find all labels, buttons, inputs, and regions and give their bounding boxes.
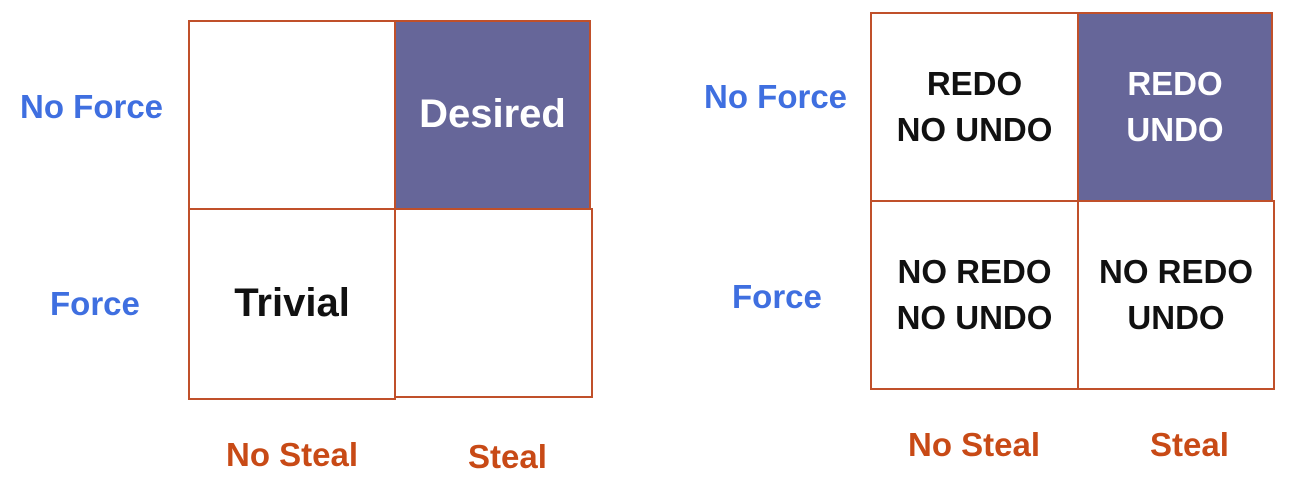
- right-cell-text-redo-undo: REDO UNDO: [1126, 64, 1224, 148]
- right-cell-force-steal: NO REDO UNDO: [1077, 200, 1275, 390]
- right-cell-no-force-no-steal: REDO NO UNDO: [870, 12, 1079, 202]
- left-cell-force-steal: [394, 208, 593, 398]
- left-col-label-no-steal: No Steal: [226, 436, 359, 473]
- left-cell-no-force-no-steal: [188, 20, 396, 210]
- left-cell-text-trivial: Trivial: [234, 281, 350, 326]
- right-cell-no-force-steal: REDO UNDO: [1077, 12, 1273, 202]
- right-col-label-no-steal: No Steal: [908, 426, 1041, 463]
- right-cell-text-no-redo-undo: NO REDO UNDO: [1098, 252, 1253, 336]
- right-col-label-steal: Steal: [1150, 426, 1229, 463]
- left-cell-no-force-steal: Desired: [394, 20, 591, 210]
- right-cell-text-no-redo-no-undo: NO REDO NO UNDO: [896, 252, 1053, 336]
- left-col-label-steal: Steal: [468, 438, 547, 475]
- left-row-label-force: Force: [50, 285, 140, 322]
- left-row-label-no-force: No Force: [20, 88, 164, 125]
- right-cell-text-redo-no-undo: REDO NO UNDO: [896, 64, 1053, 148]
- left-cell-force-no-steal: Trivial: [188, 208, 396, 400]
- right-row-label-no-force: No Force: [704, 78, 848, 115]
- left-cell-text-desired: Desired: [419, 92, 566, 137]
- right-row-label-force: Force: [732, 278, 822, 315]
- right-cell-force-no-steal: NO REDO NO UNDO: [870, 200, 1079, 390]
